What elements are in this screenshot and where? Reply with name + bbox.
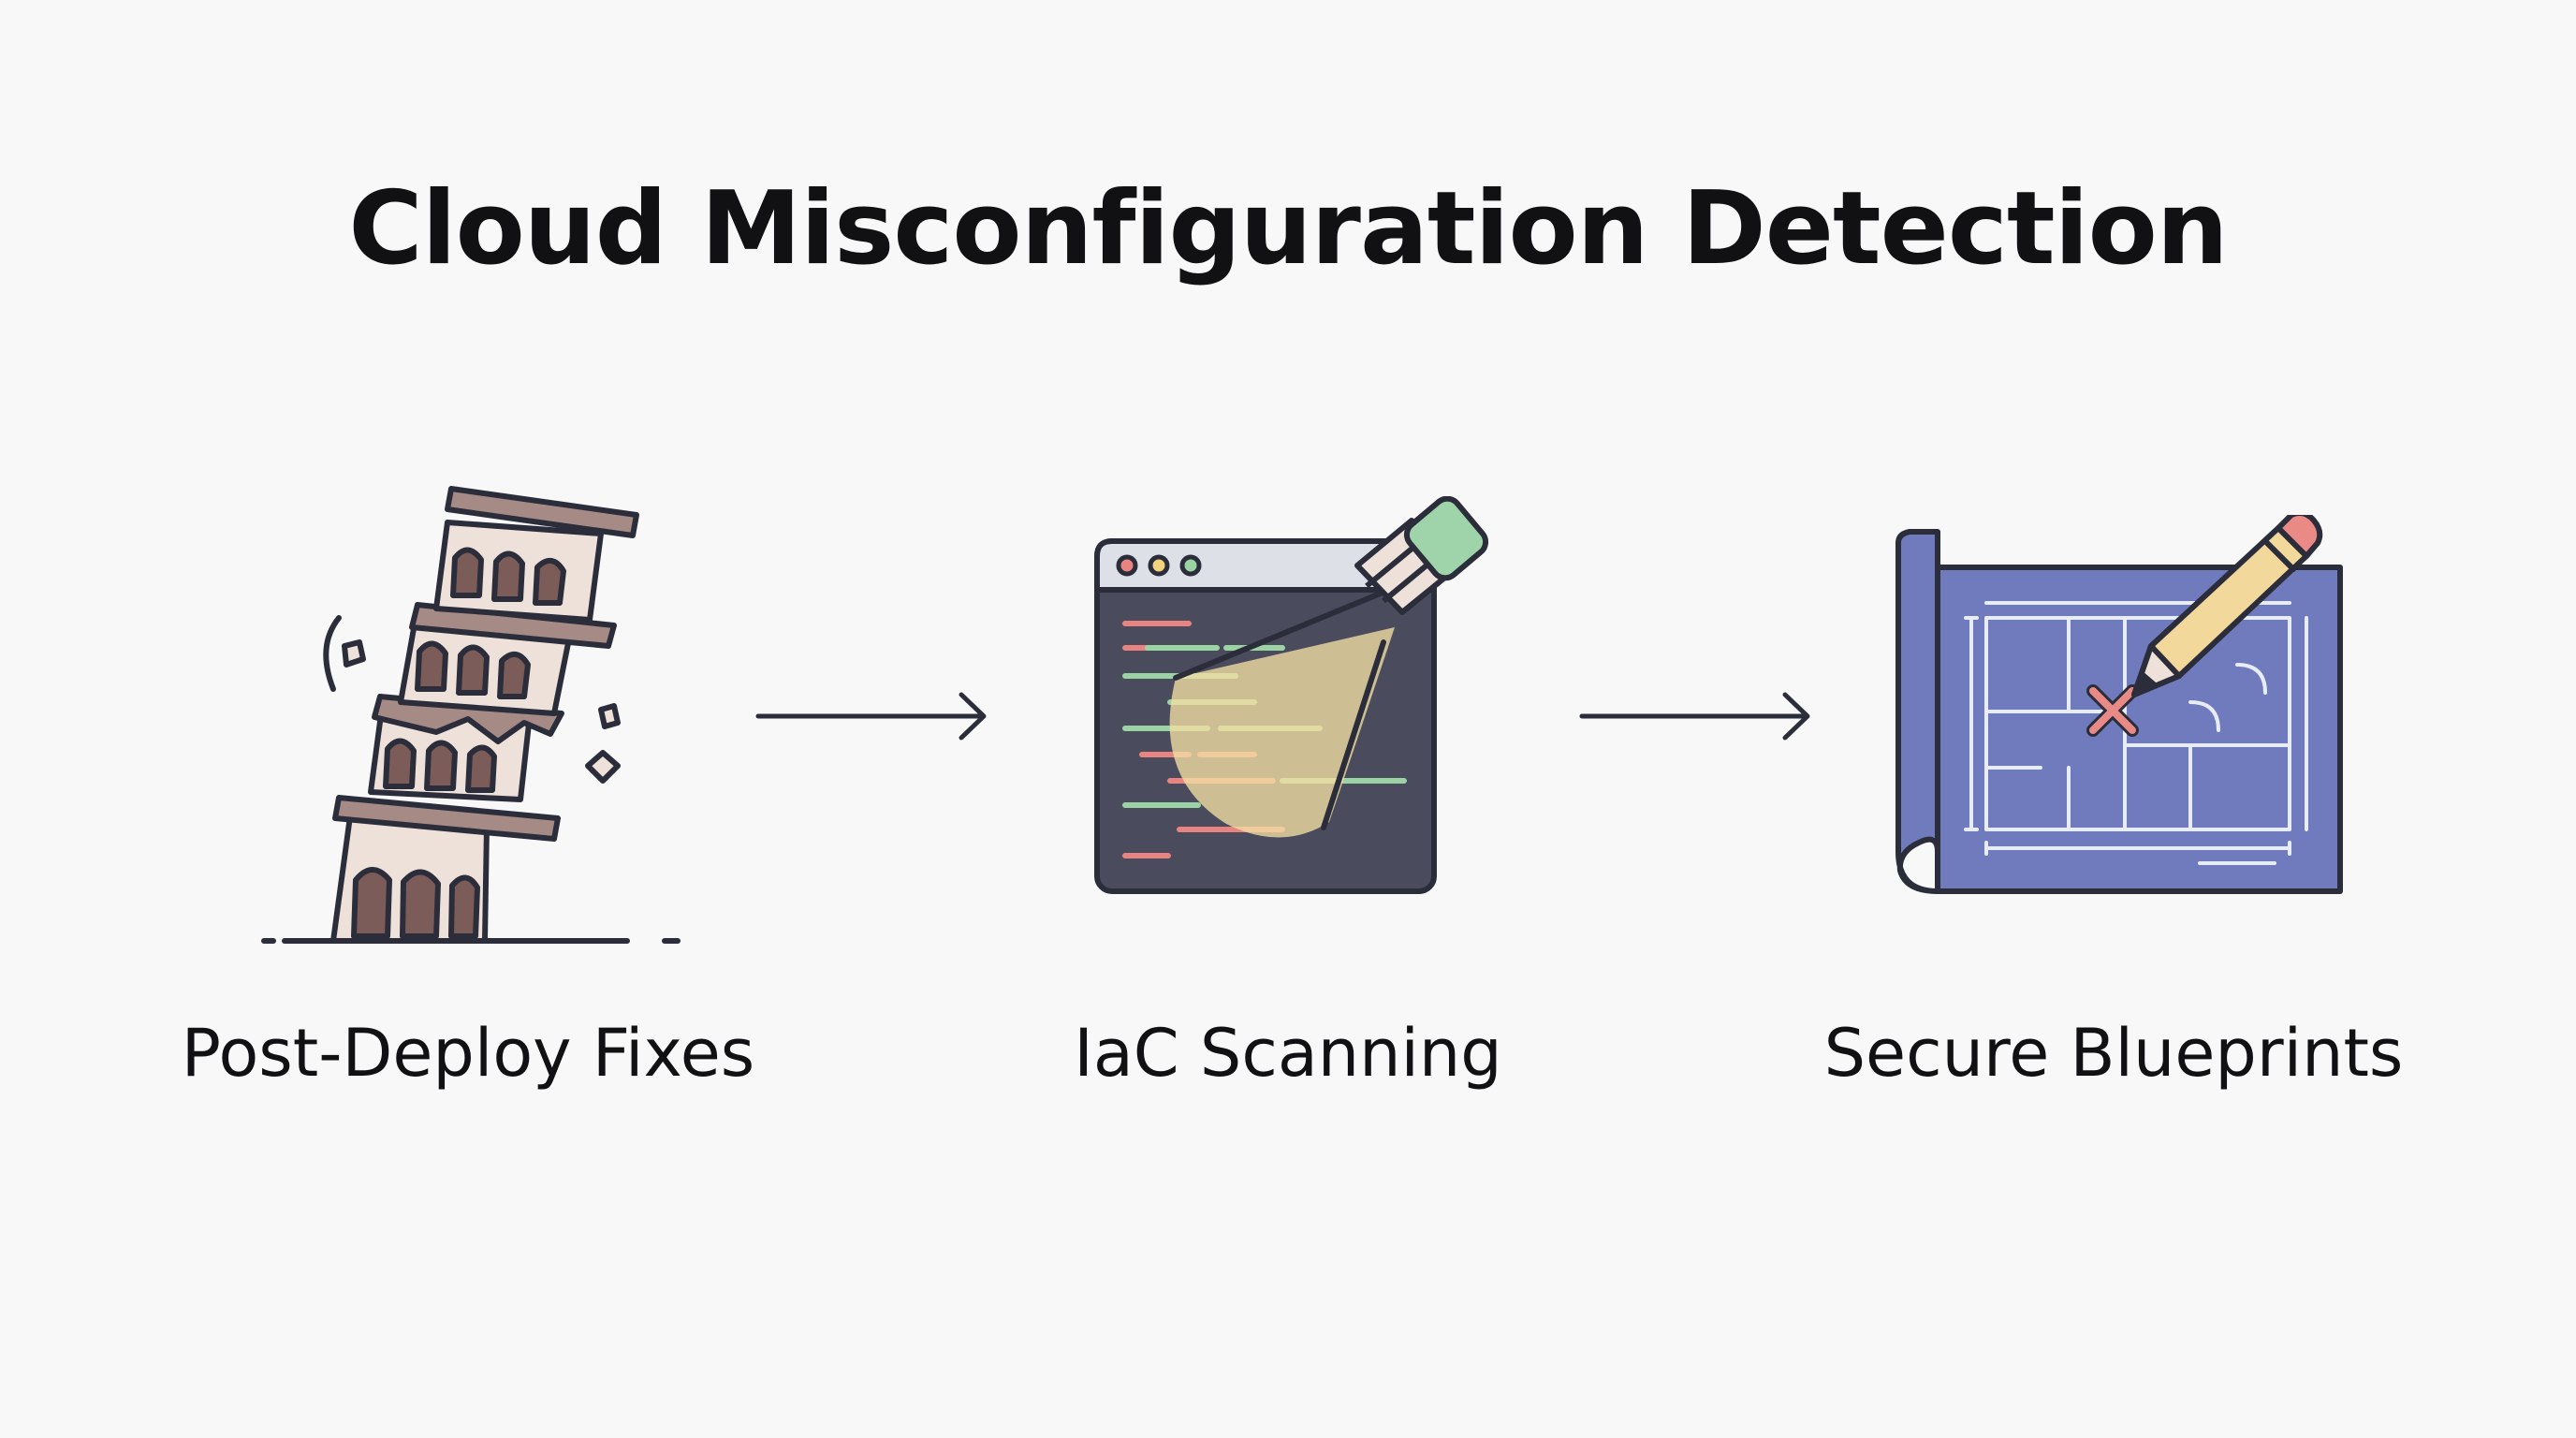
- page-title: Cloud Misconfiguration Detection: [348, 170, 2228, 287]
- blueprint-pencil-icon: [1895, 515, 2343, 894]
- flow-arrow-1: [755, 692, 987, 741]
- stage-label-iac-scanning: IaC Scanning: [1074, 1015, 1502, 1092]
- stage-label-post-deploy-fixes: Post-Deploy Fixes: [181, 1015, 755, 1092]
- leaning-tower-icon: [261, 486, 681, 944]
- flow-arrow-2: [1579, 692, 1810, 741]
- code-window-flashlight-icon: [1094, 496, 1489, 894]
- stage-label-secure-blueprints: Secure Blueprints: [1823, 1015, 2404, 1092]
